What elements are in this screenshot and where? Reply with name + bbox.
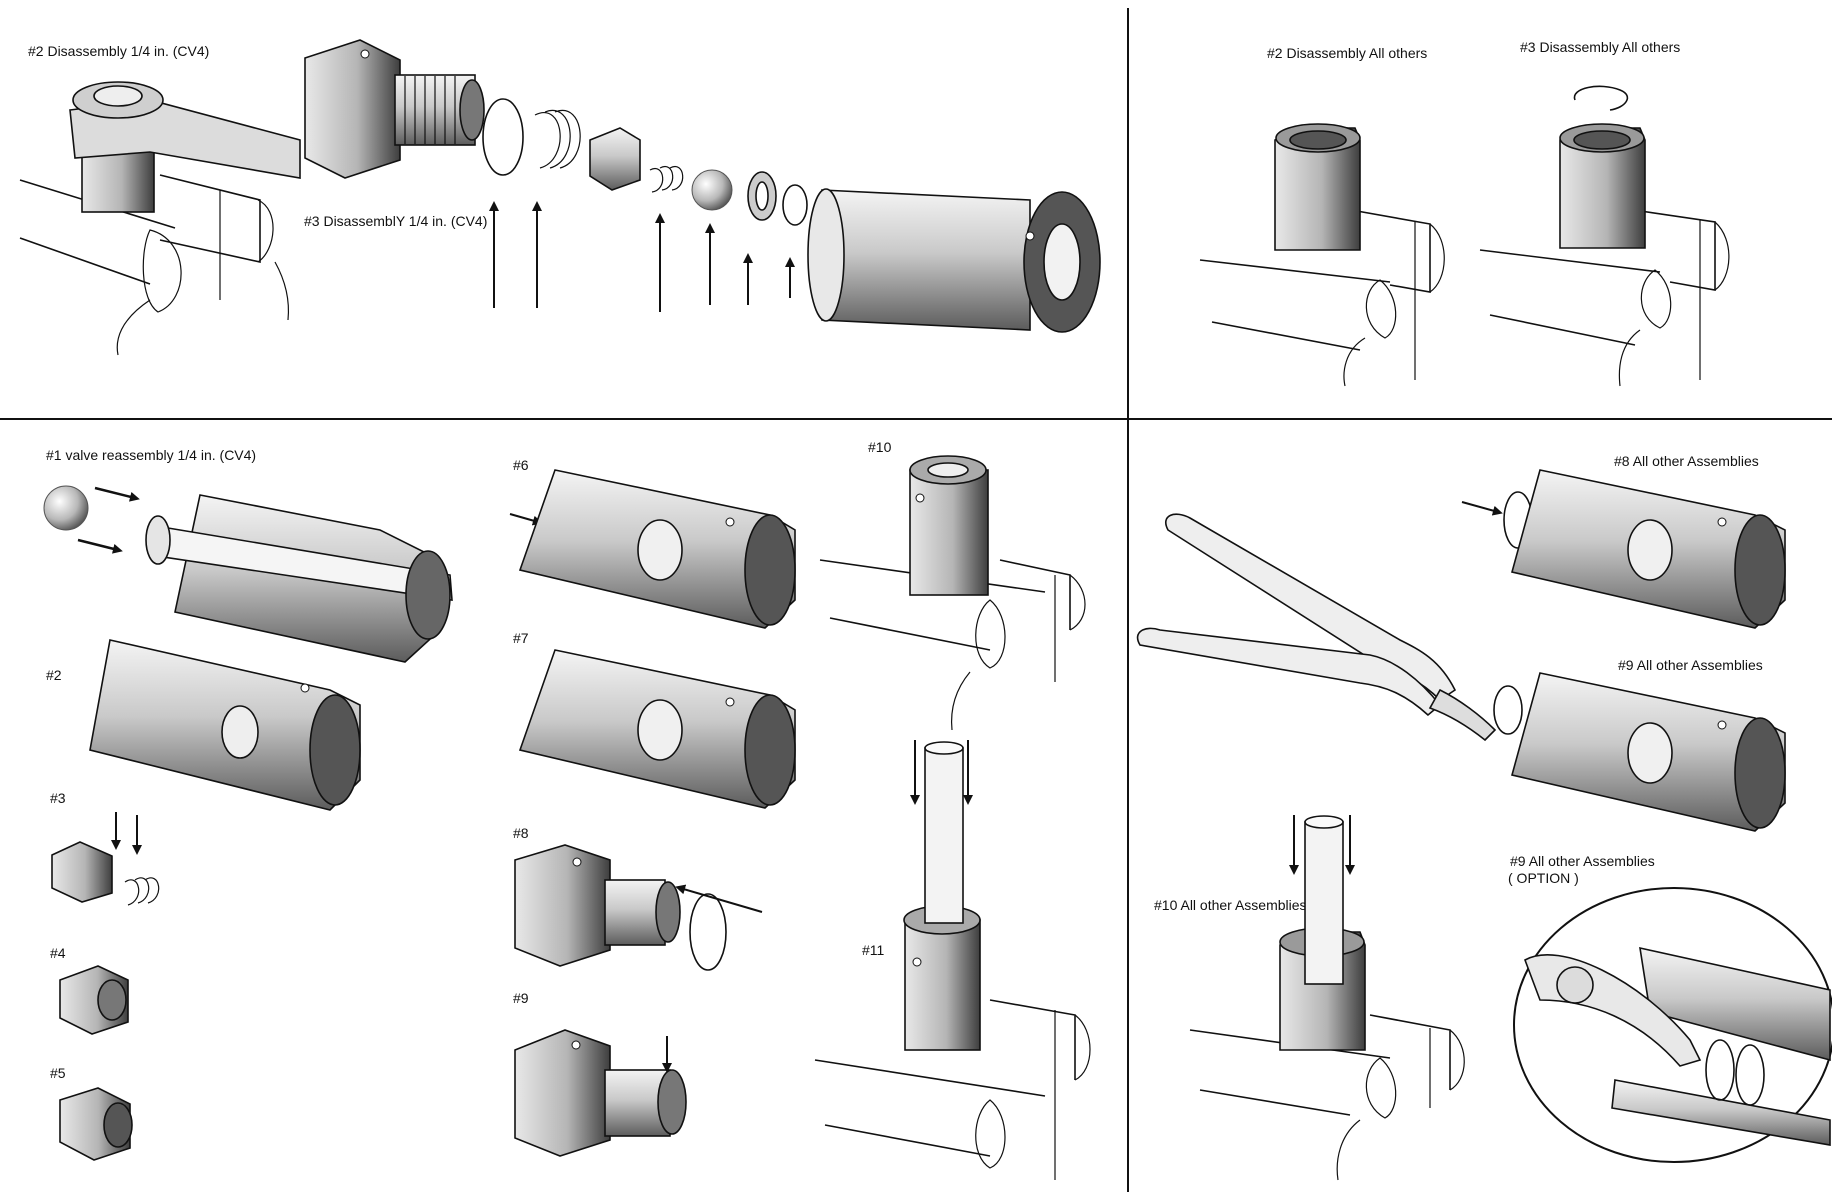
label-reassembly-1: #1 valve reassembly 1/4 in. (CV4)	[46, 447, 256, 463]
exploded-parts-top	[304, 39, 1101, 333]
reassembly-step-10	[819, 455, 1086, 731]
label-step-4: #4	[50, 945, 66, 961]
label-step-8: #8	[513, 825, 529, 841]
label-step-5: #5	[50, 1065, 66, 1081]
label-assembly-9-option-line1: #9 All other Assemblies	[1510, 853, 1655, 869]
assembly-8-all-illustration	[1461, 469, 1786, 629]
option-detail-circle	[1513, 887, 1832, 1163]
reassembly-step-9	[514, 1029, 687, 1157]
nut-on-pipe-right	[1479, 85, 1730, 387]
label-disassembly-3-quarter: #3 DisassemblY 1/4 in. (CV4)	[304, 213, 487, 229]
label-step-7: #7	[513, 630, 529, 646]
label-assembly-10-all: #10 All other Assemblies	[1154, 897, 1307, 913]
label-step-6: #6	[513, 457, 529, 473]
assembly-9-all-illustration	[1511, 672, 1786, 832]
reassembly-step-1	[43, 485, 453, 663]
label-step-10: #10	[868, 439, 892, 455]
assembly-10-all-illustration	[1189, 815, 1465, 1181]
snap-ring-pliers	[1136, 513, 1523, 742]
label-step-2: #2	[46, 667, 62, 683]
valve-ball	[691, 169, 733, 211]
reassembly-step-3	[51, 812, 160, 906]
reassembly-step-7	[518, 649, 796, 809]
label-disassembly-2-all: #2 Disassembly All others	[1267, 45, 1427, 61]
label-disassembly-2-quarter: #2 Disassembly 1/4 in. (CV4)	[28, 43, 209, 59]
label-step-11: #11	[862, 942, 885, 958]
reassembly-step-11	[814, 740, 1091, 1180]
label-assembly-9-option-line2: ( OPTION )	[1508, 870, 1579, 886]
pipe-wrench-illustration	[19, 81, 301, 356]
label-disassembly-3-all: #3 Disassembly All others	[1520, 39, 1680, 55]
label-step-3: #3	[50, 790, 66, 806]
reassembly-step-5	[59, 1087, 133, 1161]
reassembly-step-2	[89, 639, 361, 811]
reassembly-step-8	[514, 844, 763, 971]
label-step-9: #9	[513, 990, 529, 1006]
nut-on-pipe-left	[1199, 123, 1445, 387]
reassembly-step-4	[59, 965, 129, 1035]
reassembly-step-6	[509, 469, 796, 629]
label-assembly-9-all: #9 All other Assemblies	[1618, 657, 1763, 673]
label-assembly-8-all: #8 All other Assemblies	[1614, 453, 1759, 469]
